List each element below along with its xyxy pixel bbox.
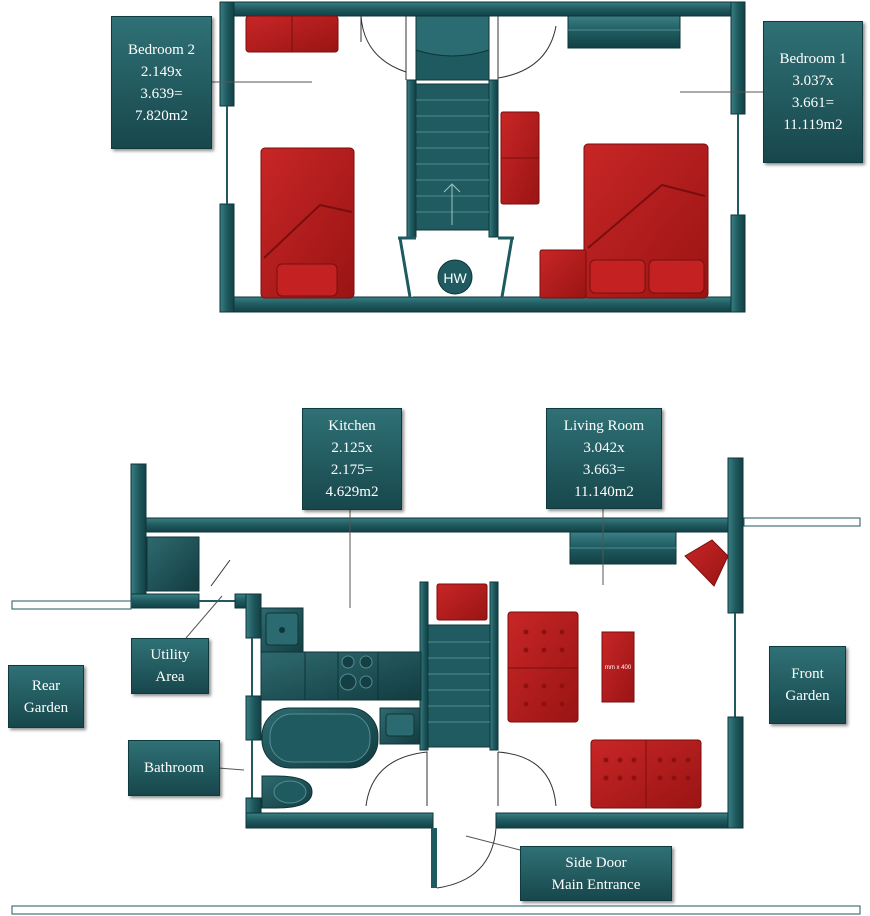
utility-wall-left (130, 463, 147, 609)
side-door-line-2: Main Entrance (551, 876, 641, 893)
bedroom2-label: Bedroom 2 2.149x 3.639= 7.820m2 (111, 16, 212, 149)
living-door (497, 751, 557, 807)
utility-wall-bottom (130, 593, 200, 609)
kitchen-label: Kitchen 2.125x 2.175= 4.629m2 (302, 408, 402, 510)
bedroom2-door (360, 15, 407, 73)
bathroom-label: Bathroom (128, 740, 220, 796)
side-door-swing (436, 827, 497, 889)
bedroom2-pillow (276, 263, 338, 297)
bedroom1-length: 3.661= (791, 95, 835, 111)
ground-wall-top (145, 517, 729, 533)
bathroom-name: Bathroom (144, 760, 204, 776)
bedroom1-area: 11.119m2 (783, 117, 843, 133)
sofa-left (507, 611, 579, 723)
stair-arrow (443, 183, 461, 225)
bedroom1-door (497, 16, 557, 80)
living-room-area: 11.140m2 (574, 483, 634, 500)
kitchen-door (365, 751, 428, 807)
upper-floor: HW (210, 1, 764, 313)
bedroom1-label: Bedroom 1 3.037x 3.661= 11.119m2 (763, 21, 863, 163)
upper-wall-left-b (219, 203, 235, 313)
utility-line-2: Area (155, 669, 185, 685)
ground-floor: mm x 400 (11, 457, 861, 915)
hob (339, 655, 373, 691)
ground-stair-wall-right (489, 581, 499, 751)
ground-wall-right-a (727, 457, 744, 614)
utility-area-label: Utility Area (131, 638, 209, 694)
bedroom1-bedside (539, 249, 587, 299)
ground-wall-bottom-b (495, 812, 744, 829)
ground-wall-right-b (727, 716, 744, 829)
rear-garden-label: Rear Garden (8, 665, 84, 728)
bedroom1-pillow-a (589, 259, 646, 294)
rear-garden-line-2: Garden (23, 699, 69, 716)
bedroom2-area: 7.820m2 (135, 107, 188, 124)
living-room-length: 3.663= (582, 461, 626, 478)
ground-wall-left-b (245, 593, 262, 639)
upper-wall-right-b (730, 214, 746, 313)
stair-wall-left (406, 79, 417, 238)
side-door-line-1: Side Door (565, 854, 627, 871)
cupboard-doors (398, 236, 514, 298)
hot-water-cylinder (437, 259, 473, 295)
bedroom1-width: 3.037x (792, 73, 834, 89)
stair-wall-right (488, 79, 499, 238)
living-room-width: 3.042x (583, 439, 625, 456)
ground-wall-left-c (245, 695, 262, 741)
ground-staircase (427, 624, 491, 748)
utility-door (210, 559, 231, 587)
bedroom1-name: Bedroom 1 (779, 51, 847, 67)
kitchen-length: 2.175= (330, 462, 374, 478)
bedroom2-name: Bedroom 2 (127, 41, 196, 58)
ground-wall-bottom-a (245, 812, 434, 829)
coffee-table-label: mm x 400 (605, 665, 632, 671)
utility-line-1: Utility (150, 647, 190, 663)
bedroom2-length: 3.639= (140, 85, 183, 102)
front-garden-line-2: Garden (785, 688, 830, 704)
understair-cabinet (436, 583, 488, 621)
front-garden-label: Front Garden (769, 646, 846, 724)
coffee-table (601, 631, 635, 703)
bedroom1-shelving (567, 15, 681, 49)
rear-garden-line-1: Rear (31, 677, 61, 694)
living-room-label: Living Room 3.042x 3.663= 11.140m2 (546, 408, 662, 509)
kitchen-width: 2.125x (331, 440, 373, 456)
upper-wall-right-a (730, 1, 746, 115)
kitchen-area: 4.629m2 (325, 484, 379, 500)
washing-machine (146, 536, 200, 592)
upper-wall-top (219, 1, 746, 17)
living-room-name: Living Room (563, 417, 645, 434)
upper-wall-left-a (219, 1, 235, 107)
bedroom2-bed (260, 147, 355, 299)
front-garden-line-1: Front (791, 666, 824, 682)
kitchen-worktop (260, 651, 422, 701)
hot-water-label: HW (443, 270, 467, 286)
side-door-jamb-left (431, 828, 437, 888)
armchair (684, 539, 729, 587)
upper-wall-bottom (219, 296, 746, 313)
kitchen-name: Kitchen (328, 418, 376, 434)
bedroom1-pillow-b (648, 259, 705, 294)
side-door-label: Side Door Main Entrance (520, 846, 672, 901)
bedroom2-width: 2.149x (140, 63, 183, 80)
